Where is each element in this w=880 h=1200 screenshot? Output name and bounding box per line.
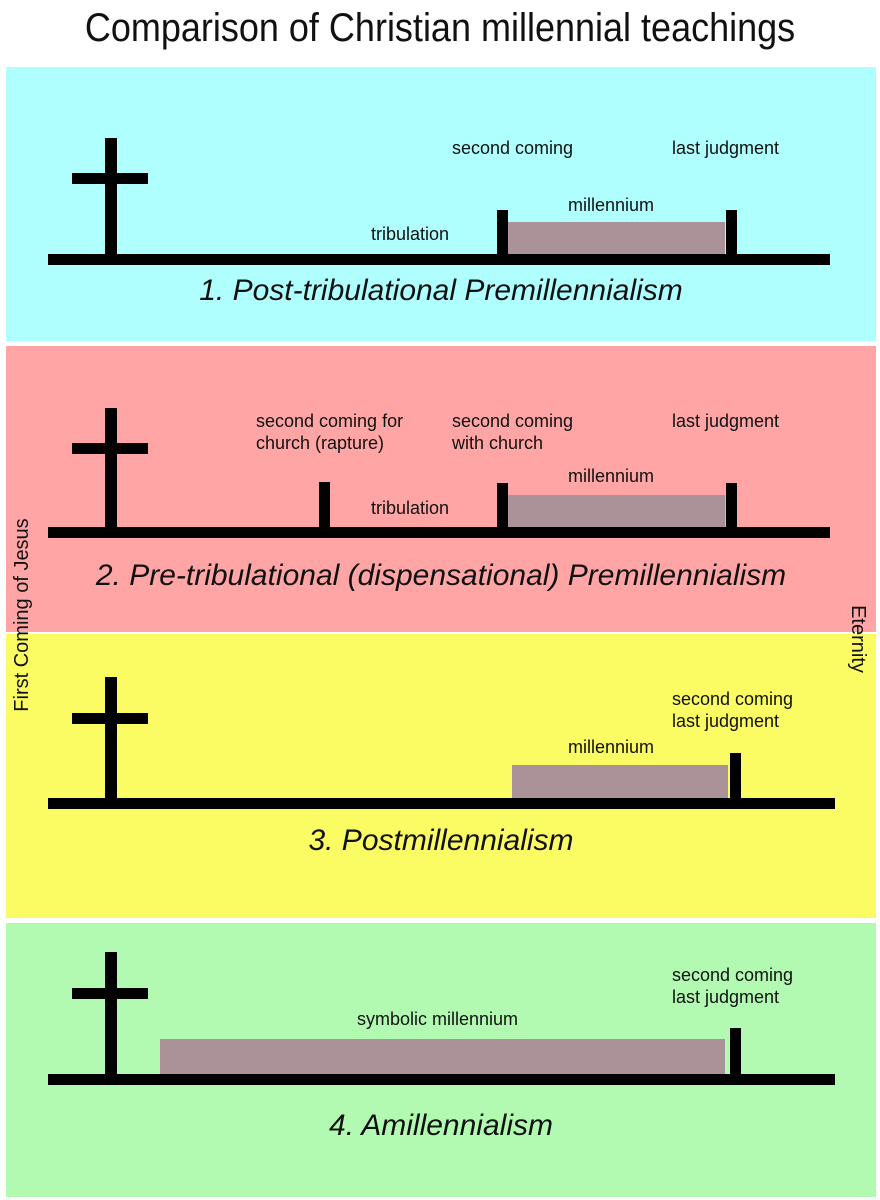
second-coming-last-judgment-label: second coming last judgment: [672, 689, 794, 731]
panel-pre-tribulational-premillennialism: second coming for church (rapture) secon…: [6, 346, 876, 632]
panel-amillennialism: second coming last judgment symbolic mil…: [6, 923, 876, 1197]
page-title: Comparison of Christian millennial teach…: [84, 6, 796, 50]
tribulation-label: tribulation: [371, 498, 450, 518]
panel-title: 2. Pre-tribulational (dispensational) Pr…: [95, 559, 787, 592]
last-judgment-tick: [726, 210, 737, 254]
timeline: [48, 798, 835, 809]
timeline: [48, 527, 830, 538]
symbolic-millennium-label: symbolic millennium: [357, 1009, 519, 1029]
second-coming-last-judgment-tick: [730, 1028, 741, 1085]
first-coming-of-jesus-label: First Coming of Jesus: [11, 518, 33, 712]
eternity-label: Eternity: [847, 605, 869, 673]
millennium-label: millennium: [568, 466, 655, 486]
second-coming-tick: [497, 210, 508, 254]
millennium-bar: [512, 765, 728, 798]
second-coming-last-judgment-tick: [730, 753, 741, 809]
second-coming-label: second coming: [452, 138, 574, 158]
millennium-bar: [508, 222, 725, 254]
last-judgment-tick: [726, 483, 737, 527]
panel-post-tribulational-premillennialism: second coming last judgment millennium t…: [6, 67, 876, 341]
panel-title: 4. Amillennialism: [329, 1109, 553, 1142]
cross-icon: [72, 173, 148, 184]
rapture-label: second coming for church (rapture): [256, 411, 404, 453]
second-coming-tick: [497, 483, 508, 527]
second-coming-label: second coming with church: [452, 411, 574, 453]
millennium-label: millennium: [568, 737, 655, 757]
last-judgment-label: last judgment: [672, 138, 780, 158]
timeline: [48, 254, 830, 265]
cross-icon: [72, 713, 148, 724]
second-coming-last-judgment-label: second coming last judgment: [672, 965, 794, 1007]
cross-icon: [105, 952, 117, 1085]
timeline: [48, 1074, 835, 1085]
last-judgment-label: last judgment: [672, 411, 780, 431]
panel-postmillennialism: second coming last judgment millennium 3…: [6, 634, 876, 918]
cross-icon: [105, 138, 117, 265]
panel-title: 1. Post-tribulational Premillennialism: [199, 274, 683, 307]
panel-title: 3. Postmillennialism: [308, 824, 574, 857]
cross-icon: [72, 988, 148, 999]
cross-icon: [72, 443, 148, 454]
symbolic-millennium-bar: [160, 1039, 725, 1074]
tribulation-label: tribulation: [371, 224, 450, 244]
cross-icon: [105, 408, 117, 538]
cross-icon: [105, 677, 117, 809]
rapture-tick: [319, 482, 330, 527]
millennium-label: millennium: [568, 195, 655, 215]
millennium-bar: [508, 495, 725, 527]
